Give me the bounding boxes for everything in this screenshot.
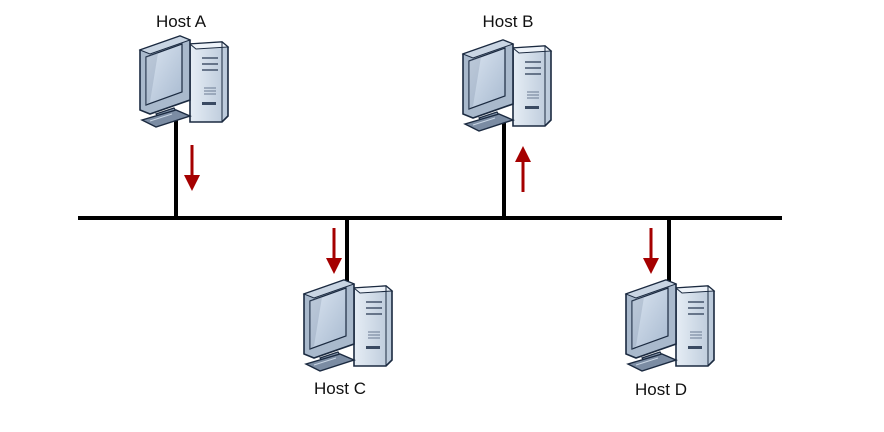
desktop-computer-icon (139, 35, 229, 128)
host-a-label: Host A (156, 12, 207, 31)
host-b: Host B (462, 12, 552, 132)
desktop-computer-icon (462, 39, 552, 132)
host-d-label: Host D (635, 380, 687, 399)
arrow-up-icon (513, 144, 533, 194)
host-d: Host D (625, 279, 715, 399)
arrow-down-icon (182, 143, 202, 193)
arrow-down-icon (324, 226, 344, 276)
host-a: Host A (139, 12, 229, 128)
desktop-computer-icon (303, 279, 393, 372)
host-b-label: Host B (482, 12, 533, 31)
arrow-down-icon (641, 226, 661, 276)
host-c-label: Host C (314, 379, 366, 398)
host-c: Host C (303, 279, 393, 398)
desktop-computer-icon (625, 279, 715, 372)
